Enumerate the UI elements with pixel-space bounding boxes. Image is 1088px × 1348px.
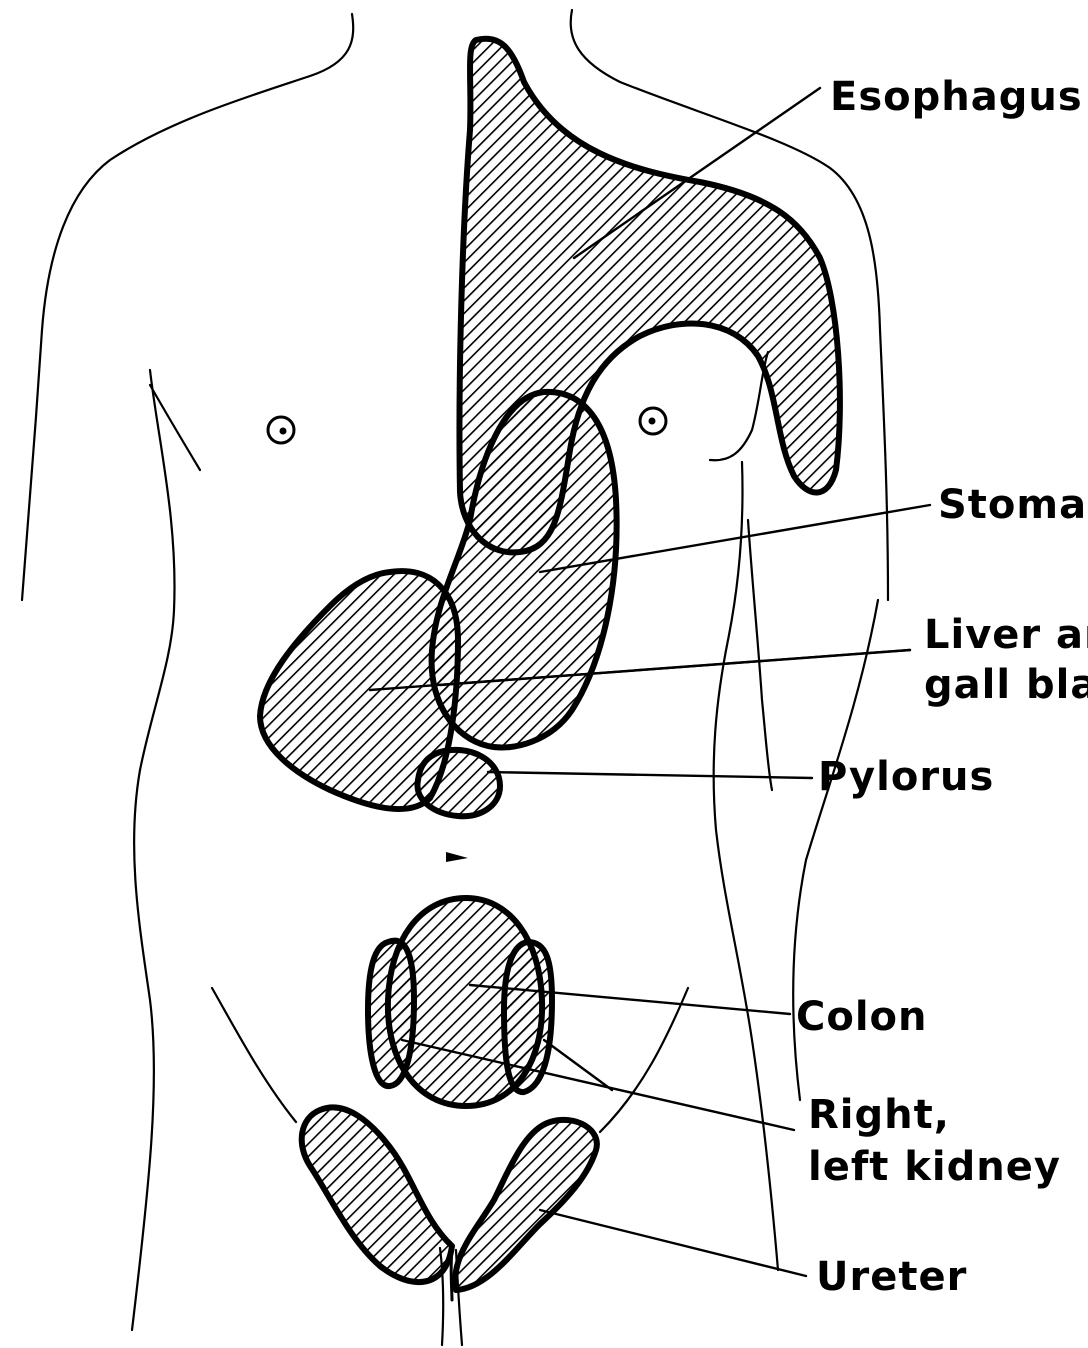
ureter-midline [451, 1250, 452, 1300]
ureter-left-area [302, 1107, 452, 1282]
left-nipple [268, 417, 294, 443]
ureter-right-area [455, 1120, 597, 1290]
label-liver-line2: gall bla [924, 662, 1088, 708]
right-groin [600, 988, 688, 1132]
right-pectoral [710, 352, 768, 460]
label-liver-line1: Liver ar [924, 612, 1088, 658]
neck-left [22, 14, 353, 600]
label-pylorus: Pylorus [818, 754, 994, 800]
label-kidney-line1: Right, [808, 1092, 950, 1138]
pylorus-leader [488, 772, 812, 778]
left-groin [212, 988, 296, 1122]
pylorus-area [417, 750, 500, 816]
ureter-leader [540, 1210, 806, 1276]
label-esophagus: Esophagus [830, 74, 1083, 120]
right-nipple [640, 408, 666, 434]
kidney-leader-right [544, 1040, 612, 1090]
right-flank-2 [748, 520, 772, 790]
navel [446, 852, 468, 862]
colon-area [388, 898, 542, 1106]
label-colon: Colon [796, 994, 928, 1040]
left-arm-inner [140, 370, 175, 770]
right-flank-1 [714, 462, 778, 1270]
left-torso-side [132, 770, 154, 1330]
label-ureter: Ureter [816, 1254, 967, 1300]
label-stomach: Stomac [938, 482, 1088, 528]
label-kidney-line2: left kidney [808, 1144, 1061, 1190]
